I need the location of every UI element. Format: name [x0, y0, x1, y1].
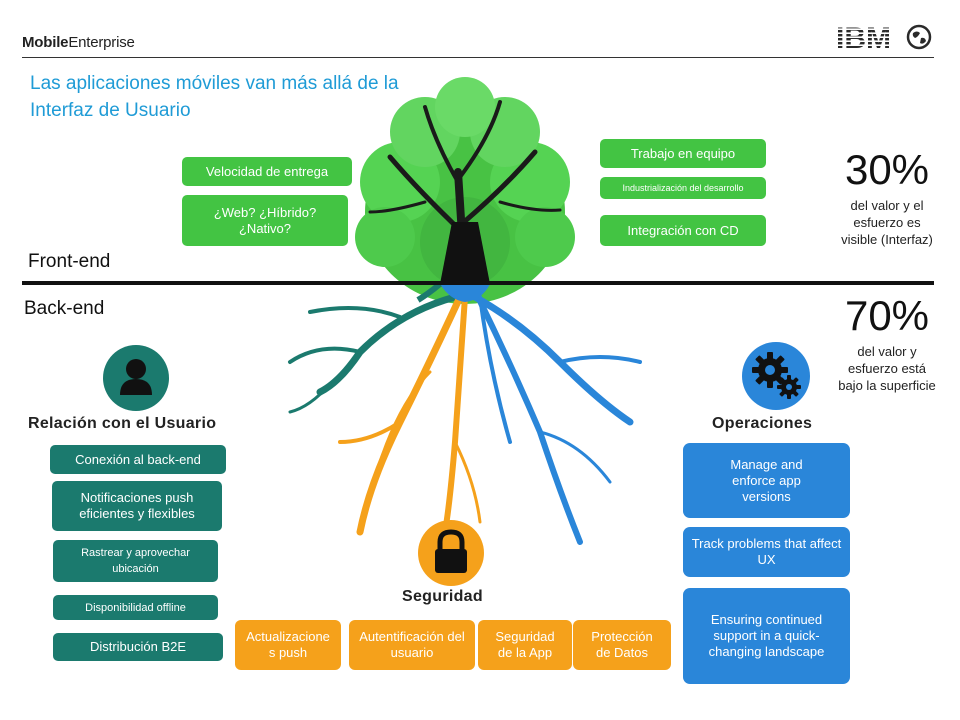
operations-item-versions: Manage and enforce app versions	[683, 443, 850, 518]
operations-heading: Operaciones	[712, 415, 813, 432]
security-item-auth: Autentificación del usuario	[349, 620, 475, 670]
user-heading: Relación con el Usuario	[28, 415, 217, 432]
operations-item-support: Ensuring continued support in a quick-ch…	[683, 588, 850, 684]
front-item-platform: ¿Web? ¿Híbrido? ¿Nativo?	[182, 195, 348, 246]
security-item-app: Seguridad de la App	[478, 620, 572, 670]
user-item-b2e: Distribución B2E	[53, 633, 223, 661]
header-divider	[22, 57, 934, 58]
brand-title: MobileEnterprise	[22, 34, 135, 51]
surface-divider	[22, 281, 934, 285]
back-description: del valor y esfuerzo está bajo la superf…	[838, 344, 936, 393]
front-percentage: 30%	[844, 146, 930, 193]
front-item-cd: Integración con CD	[600, 215, 766, 246]
brand-rest: Enterprise	[68, 34, 135, 51]
ibm-logo: IBM	[836, 22, 891, 52]
user-item-offline: Disponibilidad offline	[53, 595, 218, 620]
user-item-backend: Conexión al back-end	[50, 445, 226, 474]
tree-icon	[288, 77, 642, 545]
brand-bold: Mobile	[22, 34, 69, 51]
lock-icon	[418, 520, 484, 586]
front-item-delivery: Velocidad de entrega	[182, 157, 352, 186]
front-item-teamwork: Trabajo en equipo	[600, 139, 766, 168]
gears-icon	[742, 342, 810, 410]
back-percentage: 70%	[844, 292, 930, 339]
user-item-push: Notificaciones push eficientes y flexibl…	[52, 481, 222, 531]
security-item-data: Protección de Datos	[573, 620, 671, 670]
front-item-industrialization: Industrialización del desarrollo	[600, 177, 766, 199]
user-item-location: Rastrear y aprovechar ubicación	[53, 540, 218, 582]
ibm-logo-text: IBM	[836, 22, 891, 52]
front-end-label: Front-end	[28, 251, 111, 272]
security-heading: Seguridad	[402, 588, 483, 605]
person-icon	[103, 345, 169, 411]
security-item-push-updates: Actualizaciones push	[235, 620, 341, 670]
tree-canopy	[355, 77, 575, 304]
back-end-label: Back-end	[24, 298, 105, 319]
operations-item-track: Track problems that affect UX	[683, 527, 850, 577]
page-title: Las aplicaciones móviles van más allá de…	[30, 73, 399, 121]
globe-icon	[906, 24, 932, 50]
front-description: del valor y el esfuerzo es visible (Inte…	[841, 198, 933, 247]
